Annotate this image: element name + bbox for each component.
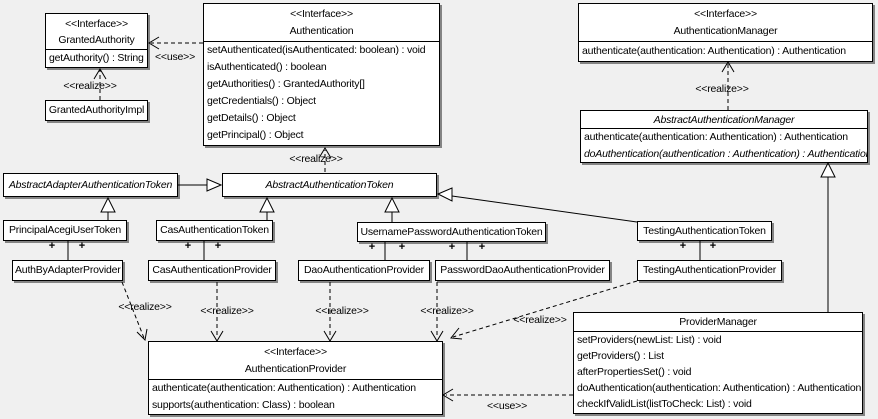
class-name: Authentication xyxy=(289,25,354,37)
realize-label: <<realize>> xyxy=(420,305,474,317)
method: getAuthority() : String xyxy=(49,52,144,64)
realize-label: <<realize>> xyxy=(695,83,749,95)
method: getDetails() : Object xyxy=(207,112,296,124)
class-name: TestingAuthenticationProvider xyxy=(642,264,777,276)
stereotype: <<Interface>> xyxy=(694,8,757,20)
plus-mark: + xyxy=(48,240,56,252)
realize-impl-grantedauthority xyxy=(93,68,107,100)
stereotype: <<Interface>> xyxy=(264,346,327,358)
class-abstract-authentication-token[interactable]: AbstractAuthenticationToken xyxy=(222,173,437,197)
class-abstract-adapter-authentication-token[interactable]: AbstractAdapterAuthenticationToken xyxy=(3,173,178,197)
method: supports(authentication: Class) : boolea… xyxy=(152,399,335,411)
method: afterPropertiesSet() : void xyxy=(577,366,692,378)
class-name: AbstractAuthenticationToken xyxy=(265,179,394,191)
generalization-cas-token xyxy=(259,196,275,220)
class-testing-authentication-token[interactable]: TestingAuthenticationToken xyxy=(637,221,772,241)
class-name: AuthenticationManager xyxy=(673,25,778,37)
plus-mark: + xyxy=(368,241,376,253)
plus-mark: + xyxy=(478,241,486,253)
method: getProviders() : List xyxy=(577,350,664,362)
method: setProviders(newList: List) : void xyxy=(577,334,722,346)
class-abstract-authentication-manager[interactable]: AbstractAuthenticationManager authentica… xyxy=(580,110,868,163)
class-cas-authentication-token[interactable]: CasAuthenticationToken xyxy=(156,220,273,241)
class-name: AbstractAuthenticationManager xyxy=(653,114,795,126)
plus-mark: + xyxy=(398,241,406,253)
use-authentication-grantedauthority xyxy=(148,36,203,50)
method-abstract: doAuthentication(authentication : Authen… xyxy=(584,147,867,160)
realize-label: <<realize>> xyxy=(118,301,172,313)
stereotype: <<Interface>> xyxy=(290,8,353,20)
class-principal-acegi-user-token[interactable]: PrincipalAcegiUserToken xyxy=(3,220,127,241)
realize-testingprovider-provider xyxy=(450,280,638,340)
plus-mark: + xyxy=(78,240,86,252)
class-name: CasAuthenticationToken xyxy=(160,224,269,236)
method: doAuthentication(authentication: Authent… xyxy=(577,382,862,394)
class-username-password-authentication-token[interactable]: UsernamePasswordAuthenticationToken xyxy=(357,222,546,242)
plus-mark: + xyxy=(709,240,717,252)
realize-label: <<realize>> xyxy=(200,305,254,317)
plus-mark: + xyxy=(679,240,687,252)
class-name: PrincipalAcegiUserToken xyxy=(8,224,122,236)
generalization-testing-token xyxy=(436,187,638,223)
class-auth-by-adapter-provider[interactable]: AuthByAdapterProvider xyxy=(12,260,123,281)
class-testing-authentication-provider[interactable]: TestingAuthenticationProvider xyxy=(637,260,782,281)
realize-label: <<realize>> xyxy=(315,305,369,317)
method: checkIfValidList(listToCheck: List) : vo… xyxy=(577,398,752,410)
stereotype: <<Interface>> xyxy=(65,18,128,30)
class-authentication-manager[interactable]: <<Interface>> AuthenticationManager auth… xyxy=(578,3,873,62)
generalization-principal-token xyxy=(100,196,116,220)
class-granted-authority[interactable]: <<Interface>> GrantedAuthority getAuthor… xyxy=(45,13,148,68)
class-name: DaoAuthenticationProvider xyxy=(304,264,424,276)
class-granted-authority-impl[interactable]: GrantedAuthorityImpl xyxy=(45,100,148,121)
method: getAuthorities() : GrantedAuthority[] xyxy=(207,78,365,90)
realize-label: <<realize>> xyxy=(513,314,567,326)
use-label: <<use>> xyxy=(486,400,528,412)
class-name: GrantedAuthority xyxy=(58,34,135,46)
class-authentication[interactable]: <<Interface>> Authentication setAuthenti… xyxy=(203,3,440,146)
realize-abstracttoken-authentication xyxy=(318,147,332,172)
generalization-usernamepassword-token xyxy=(384,196,400,222)
class-dao-authentication-provider[interactable]: DaoAuthenticationProvider xyxy=(298,260,430,281)
class-name: PasswordDaoAuthenticationProvider xyxy=(440,264,605,276)
class-name: CasAuthenticationProvider xyxy=(152,264,272,276)
realize-abstractmanager-authenticationmanager xyxy=(721,61,735,110)
method: getPrincipal() : Object xyxy=(207,129,304,141)
method: authenticate(authentication: Authenticat… xyxy=(584,131,848,143)
realize-label: <<realize>> xyxy=(63,80,117,92)
class-cas-authentication-provider[interactable]: CasAuthenticationProvider xyxy=(148,260,276,281)
realize-authbyadapter-provider xyxy=(121,281,148,342)
method: authenticate(authentication: Authenticat… xyxy=(582,45,846,57)
method: setAuthenticated(isAuthenticated: boolea… xyxy=(207,44,426,56)
class-name: AbstractAdapterAuthenticationToken xyxy=(8,179,173,191)
method: authenticate(authentication: Authenticat… xyxy=(152,382,416,394)
generalization-provider-manager xyxy=(820,161,836,312)
class-authentication-provider[interactable]: <<Interface>> AuthenticationProvider aut… xyxy=(148,341,443,415)
plus-mark: + xyxy=(448,241,456,253)
class-name: ProviderManager xyxy=(679,316,757,328)
class-name: TestingAuthenticationToken xyxy=(643,225,766,237)
plus-mark: + xyxy=(214,240,222,252)
class-password-dao-authentication-provider[interactable]: PasswordDaoAuthenticationProvider xyxy=(435,260,610,281)
class-name: GrantedAuthorityImpl xyxy=(48,104,145,116)
use-label: <<use>> xyxy=(154,51,196,63)
realize-label: <<realize>> xyxy=(289,153,343,165)
class-provider-manager[interactable]: ProviderManager setProviders(newList: Li… xyxy=(573,312,863,414)
generalization-adapter-token xyxy=(178,178,223,192)
association-lines xyxy=(67,241,701,260)
method: getCredentials() : Object xyxy=(207,95,316,107)
plus-mark: + xyxy=(184,240,192,252)
class-name: AuthByAdapterProvider xyxy=(15,264,121,276)
method: isAuthenticated() : boolean xyxy=(207,61,327,73)
class-name: AuthenticationProvider xyxy=(244,363,347,375)
use-providermanager-provider xyxy=(442,388,573,402)
class-name: UsernamePasswordAuthenticationToken xyxy=(360,226,543,238)
